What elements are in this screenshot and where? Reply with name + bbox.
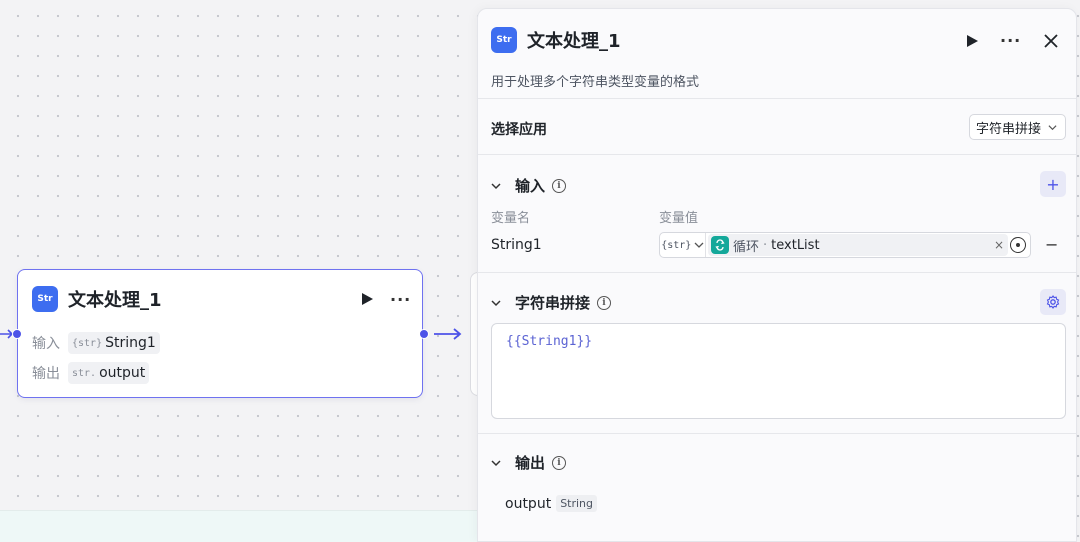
run-icon[interactable]	[965, 34, 979, 48]
canvas-bottom-band	[0, 510, 480, 542]
concat-template-editor[interactable]: {{String1}}	[491, 323, 1066, 419]
output-section-header[interactable]: 输出 i	[491, 452, 567, 473]
app-select-label: 选择应用	[491, 122, 547, 138]
column-header-name: 变量名	[491, 211, 531, 226]
chevron-down-icon	[1048, 125, 1057, 131]
gear-icon	[1046, 295, 1060, 309]
text-process-icon: Str	[491, 27, 517, 53]
more-icon[interactable]: ···	[1000, 31, 1022, 50]
str-type-icon: {str}	[661, 239, 692, 251]
chevron-down-icon[interactable]	[491, 458, 501, 468]
divider	[478, 98, 1076, 99]
node-output-value: output	[99, 365, 146, 381]
node-input-row: 输入 {str} String1	[32, 332, 160, 354]
node-input-port[interactable]	[12, 329, 22, 339]
outgoing-edge	[434, 328, 462, 340]
divider	[478, 154, 1076, 155]
app-select-value: 字符串拼接	[976, 121, 1042, 137]
text-process-icon: Str	[32, 286, 58, 312]
info-icon[interactable]: i	[552, 455, 567, 470]
output-variable: output String	[505, 495, 598, 512]
str-type-icon: {str}	[72, 337, 103, 349]
node-config-panel: Str 文本处理_1 ··· 用于处理多个字符串类型变量的格式 选择应用 字符串…	[477, 8, 1077, 542]
panel-title[interactable]: 文本处理_1	[527, 31, 621, 52]
node-input-chip: {str} String1	[68, 332, 160, 354]
variable-name[interactable]: String1	[491, 237, 542, 253]
output-section-title: 输出	[515, 454, 546, 472]
node-output-port[interactable]	[419, 329, 429, 339]
type-select[interactable]: {str}	[660, 233, 706, 257]
node-output-label: 输出	[32, 366, 60, 382]
close-icon[interactable]	[1043, 33, 1059, 49]
output-type-badge: String	[556, 495, 598, 512]
str-type-icon: str.	[72, 367, 97, 379]
info-icon[interactable]: i	[552, 178, 567, 193]
app-select[interactable]: 字符串拼接	[969, 114, 1066, 140]
text-process-node[interactable]: Str 文本处理_1 ··· 输入 {str} String1 输出 str. …	[17, 269, 423, 398]
reference-separator: ·	[763, 237, 768, 253]
node-input-label: 输入	[32, 336, 60, 352]
output-name: output	[505, 495, 552, 512]
divider	[478, 272, 1076, 273]
chevron-down-icon	[694, 242, 704, 248]
node-input-value: String1	[105, 335, 156, 351]
variable-reference-chip[interactable]: 循环 · textList	[708, 234, 1008, 256]
panel-description: 用于处理多个字符串类型变量的格式	[491, 75, 700, 90]
divider	[478, 433, 1076, 434]
run-icon[interactable]	[360, 292, 374, 306]
info-icon[interactable]: i	[597, 295, 612, 310]
node-title: 文本处理_1	[68, 290, 162, 311]
concat-section-header[interactable]: 字符串拼接 i	[491, 292, 612, 313]
node-output-chip: str. output	[68, 362, 150, 384]
node-output-row: 输出 str. output	[32, 362, 150, 384]
clear-icon[interactable]: ×	[994, 238, 1005, 252]
chevron-down-icon[interactable]	[491, 298, 501, 308]
add-input-button[interactable]: +	[1040, 171, 1066, 197]
concat-settings-button[interactable]	[1040, 289, 1066, 315]
chevron-down-icon[interactable]	[491, 181, 501, 191]
target-icon[interactable]	[1010, 237, 1026, 253]
input-section-header[interactable]: 输入 i	[491, 175, 567, 196]
column-header-value: 变量值	[659, 211, 699, 226]
more-icon[interactable]: ···	[390, 290, 412, 309]
concat-section-title: 字符串拼接	[515, 294, 591, 312]
reference-node-name: 循环	[733, 239, 760, 255]
loop-icon	[711, 236, 729, 254]
remove-input-button[interactable]: −	[1045, 235, 1059, 254]
variable-value-input[interactable]: {str} 循环 · textList ×	[659, 232, 1031, 258]
input-section-title: 输入	[515, 177, 546, 195]
reference-field-name: textList	[771, 237, 820, 253]
